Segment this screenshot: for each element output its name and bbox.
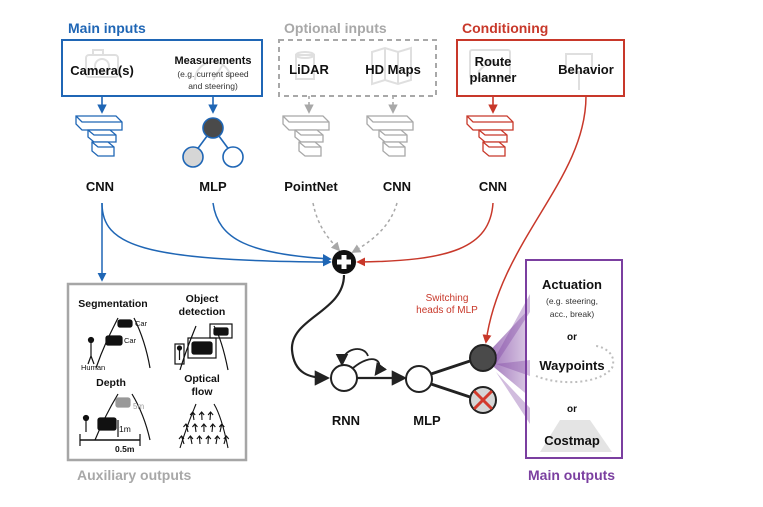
seg-car-label-1: Car: [135, 319, 148, 328]
flow-arrow-5: [200, 423, 207, 433]
rnn-label: RNN: [332, 413, 360, 428]
arrow-behavior-heads: [482, 95, 587, 344]
cnn-stack-icon-camera: [75, 115, 123, 157]
cnn-stack-icon-maps: [366, 115, 414, 157]
map-icon: [371, 46, 412, 86]
auxiliary-box: [66, 282, 248, 462]
encoder-cnn-maps: CNN: [383, 179, 411, 194]
conditioning-title: Conditioning: [462, 20, 548, 36]
arrow-routecnn-fusion: [356, 202, 494, 267]
arrow-maps-fusion: [351, 202, 398, 253]
aux-optical-flow-line1: Optical: [184, 373, 220, 385]
lidar-label: LiDAR: [289, 62, 329, 77]
measurements-note-line2: and steering): [188, 81, 238, 91]
speedometer-icon: [194, 61, 232, 81]
flow-arrow-10: [196, 435, 203, 445]
costmap-background: [540, 420, 612, 452]
switching-label-line2: heads of MLP: [416, 305, 478, 316]
output-costmap: Costmap: [544, 433, 600, 448]
arrow-mlp-fusion: [212, 202, 332, 264]
aux-object-detection-line1: Object: [186, 293, 219, 305]
segmentation-sketch: [87, 317, 151, 369]
camera-icon: [85, 49, 119, 78]
camera-label: Camera(s): [70, 63, 134, 78]
main-inputs-box: [61, 39, 263, 97]
output-actuation-note-line1: (e.g. steering,: [546, 296, 598, 306]
flow-arrow-0: [189, 411, 196, 421]
measurements-note-line1: (e.g. current speed: [177, 69, 249, 79]
lidar-icon: [295, 51, 315, 80]
auxiliary-title: Auxiliary outputs: [77, 467, 192, 483]
hd-maps-label: HD Maps: [365, 62, 421, 77]
depth-sketch: [79, 393, 151, 446]
behavior-label: Behavior: [558, 62, 614, 77]
aux-optical-flow-line2: flow: [192, 386, 214, 398]
mlp-head-active: [469, 344, 497, 372]
flow-arrow-4: [191, 423, 198, 433]
route-icon: [469, 49, 511, 79]
switching-label-line1: Switching: [426, 293, 469, 304]
measurements-label: Measurements: [174, 55, 251, 67]
depth-05m: 0.5m: [115, 444, 135, 454]
flow-arrow-12: [214, 435, 221, 445]
main-inputs-title: Main inputs: [68, 20, 146, 36]
object-detection-sketch: [174, 323, 233, 371]
aux-segmentation: Segmentation: [78, 298, 147, 310]
cnn-stack-icon-lidar: [282, 115, 330, 157]
mlp-core-label: MLP: [413, 413, 441, 428]
rnn-recurrent-loop-inner: [335, 348, 369, 367]
optical-flow-sketch: [179, 403, 229, 449]
encoder-cnn-route: CNN: [479, 179, 507, 194]
conditioning-box: [456, 39, 625, 97]
mlp-edge-bottom: [430, 382, 474, 400]
output-actuation-note-line2: acc., break): [550, 309, 595, 319]
seg-human-label: Human: [81, 363, 105, 372]
cnn-stack-icon-route: [466, 115, 514, 157]
aux-object-detection-line2: detection: [179, 306, 226, 318]
arrow-cnn-fusion: [101, 202, 332, 267]
flow-arrow-8: [178, 435, 185, 445]
output-or-1: or: [567, 332, 577, 343]
depth-5m: 5m: [133, 402, 144, 411]
flow-arrow-2: [207, 411, 214, 421]
route-planner-label-line1: Route: [475, 54, 512, 69]
flow-arrow-11: [205, 435, 212, 445]
arrow-fusion-rnn: [290, 274, 346, 386]
rnn-node: [330, 364, 358, 392]
output-or-2: or: [567, 404, 577, 415]
optical-flow-arrows: [178, 411, 230, 445]
optional-inputs-box: [278, 39, 437, 97]
flow-arrow-9: [187, 435, 194, 445]
flow-arrow-3: [183, 423, 189, 433]
output-fan-overlay: [496, 294, 530, 424]
plus-circle-icon: [332, 250, 356, 274]
rnn-recurrent-loop: [352, 358, 387, 377]
encoder-pointnet: PointNet: [284, 179, 338, 194]
encoder-cnn-camera: CNN: [86, 179, 114, 194]
mlp-graph-icon: [182, 117, 244, 168]
aux-depth: Depth: [96, 377, 126, 389]
flow-arrow-7: [218, 423, 225, 433]
optional-inputs-title: Optional inputs: [284, 20, 387, 36]
arrow-pointnet-fusion: [312, 202, 341, 252]
mlp-input-node: [405, 365, 433, 393]
output-waypoints: Waypoints: [539, 358, 604, 373]
flow-arrow-6: [209, 423, 216, 433]
route-planner-label-line2: planner: [470, 70, 517, 85]
flow-arrow-13: [223, 435, 230, 445]
mlp-edge-top: [430, 358, 474, 376]
waypoints-trail: [535, 345, 615, 384]
output-actuation: Actuation: [542, 277, 602, 292]
flow-arrow-1: [198, 411, 205, 421]
seg-car-label-2: Car: [124, 336, 137, 345]
main-outputs-title: Main outputs: [528, 467, 615, 483]
encoder-mlp: MLP: [199, 179, 227, 194]
road-sign-icon: [565, 53, 593, 90]
cross-icon: [473, 390, 493, 410]
depth-1m: 1m: [119, 424, 131, 434]
